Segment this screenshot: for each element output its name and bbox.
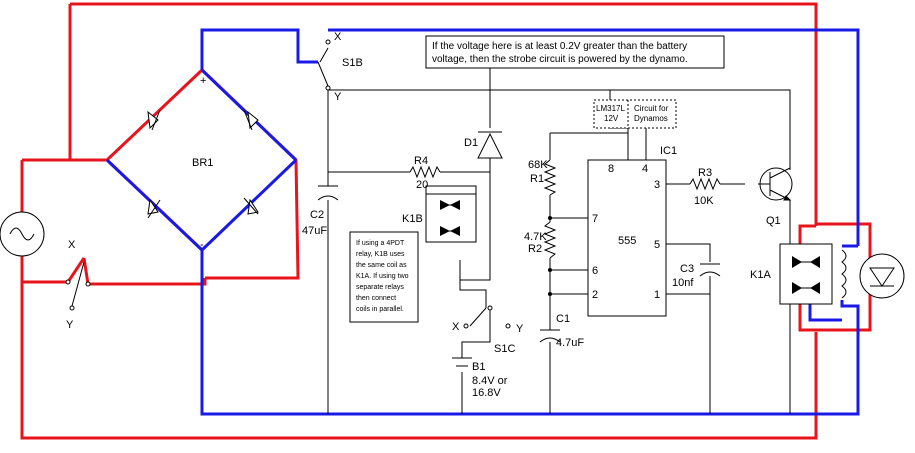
label-minus: - (200, 239, 204, 251)
label-r3-val: 10K (694, 195, 714, 207)
transistor-q1 (758, 167, 793, 201)
label-d1: D1 (464, 137, 478, 149)
label-plus: + (200, 75, 206, 87)
left-switch (65, 261, 91, 311)
label-q1: Q1 (766, 215, 781, 227)
junction (548, 292, 552, 296)
label-c1: C1 (556, 313, 570, 325)
label-pin7: 7 (592, 213, 598, 225)
top-note-line-1: If the voltage here is at least 0.2V gre… (432, 41, 687, 52)
capacitor-c2 (317, 185, 339, 201)
label-s1c-y: Y (516, 323, 524, 335)
resistor-r4 (409, 165, 441, 179)
label-b1-val1: 8.4V or (472, 375, 508, 387)
label-r1-val: 68K (528, 159, 548, 171)
label-c3: C3 (680, 263, 694, 275)
relay-k1b (425, 185, 477, 243)
label-c1-val: 4.7uF (556, 337, 584, 349)
resistor-r3 (689, 177, 721, 191)
resistor-r2 (543, 221, 557, 259)
ac-source (0, 211, 45, 257)
s1c-switch (463, 305, 511, 329)
top-note-line-2: voltage, then the strobe circuit is powe… (432, 54, 688, 65)
label-pin5: 5 (654, 239, 660, 251)
junction (548, 216, 552, 220)
label-c2: C2 (310, 209, 324, 221)
black-wiring (317, 60, 791, 414)
relay-note-line-2: relay, K1B uses (356, 251, 405, 258)
label-s1b-y: Y (334, 91, 342, 103)
label-pin3: 3 (654, 179, 660, 191)
top-note: If the voltage here is at least 0.2V gre… (432, 41, 688, 65)
label-r4-val: 20 (416, 179, 428, 191)
relay-note-line-3: the same coil as (356, 262, 407, 269)
label-r2-val: 4.7K (524, 231, 547, 243)
relay-note-box (349, 231, 419, 323)
label-pin1: 1 (654, 289, 660, 301)
label-r2: R2 (528, 243, 542, 255)
label-ic-name: 555 (618, 235, 636, 247)
label-k1b: K1B (402, 213, 423, 225)
label-b1-val2: 16.8V (472, 387, 501, 399)
relay-note: If using a 4PDT relay, K1B uses the same… (356, 240, 409, 313)
label-cfd-line2: Dynamos (634, 114, 668, 123)
relay-note-line-5: separate relays (356, 284, 404, 291)
label-ic1: IC1 (660, 145, 677, 157)
label-s1b: S1B (342, 57, 363, 69)
label-cfd-line1: Circuit for (634, 104, 669, 113)
label-k1a: K1A (750, 269, 771, 281)
component-labels: BR1 + - X S1B Y X Y D1 R4 20 C2 47uF K1B… (66, 31, 781, 399)
relay-note-line-1: If using a 4PDT (356, 240, 405, 247)
label-br1: BR1 (192, 157, 213, 169)
relay-coil (841, 249, 847, 299)
strobe-lamp (859, 253, 905, 299)
s1b-switch (319, 39, 331, 91)
label-pin4: 4 (642, 163, 648, 175)
junction (548, 268, 552, 272)
resistor-r1 (543, 159, 557, 196)
label-s1c: S1C (494, 343, 515, 355)
label-s1b-x: X (334, 31, 342, 43)
label-s1c-x: X (452, 321, 460, 333)
relay-note-line-4: K1A. If using two (356, 273, 409, 280)
relay-note-line-7: coils in parallel. (356, 306, 404, 313)
label-r1: R1 (530, 173, 544, 185)
ic-555 (587, 159, 667, 317)
blue-wiring (105, 28, 860, 416)
label-left-x: X (68, 239, 76, 251)
capacitor-c1 (539, 329, 561, 343)
label-pin8: 8 (608, 163, 614, 175)
label-left-y: Y (66, 319, 74, 331)
label-r4: R4 (414, 155, 428, 167)
label-pin6: 6 (592, 265, 598, 277)
relay-k1a (779, 243, 833, 305)
top-note-box (425, 35, 725, 69)
label-lm-line1: LM317L (596, 104, 625, 113)
bridge-diodes (147, 109, 259, 219)
diode-d1 (477, 131, 503, 159)
label-c3-val: 10nf (672, 277, 694, 289)
capacitor-c3 (699, 263, 721, 277)
battery-b1 (452, 357, 472, 367)
label-lm-line2: 12V (604, 114, 619, 123)
label-pin2: 2 (592, 289, 598, 301)
relay-note-line-6: then connect (356, 295, 396, 302)
label-c2-val: 47uF (302, 225, 327, 237)
label-r3: R3 (698, 167, 712, 179)
regulator-box (593, 99, 677, 129)
label-b1: B1 (472, 361, 485, 373)
